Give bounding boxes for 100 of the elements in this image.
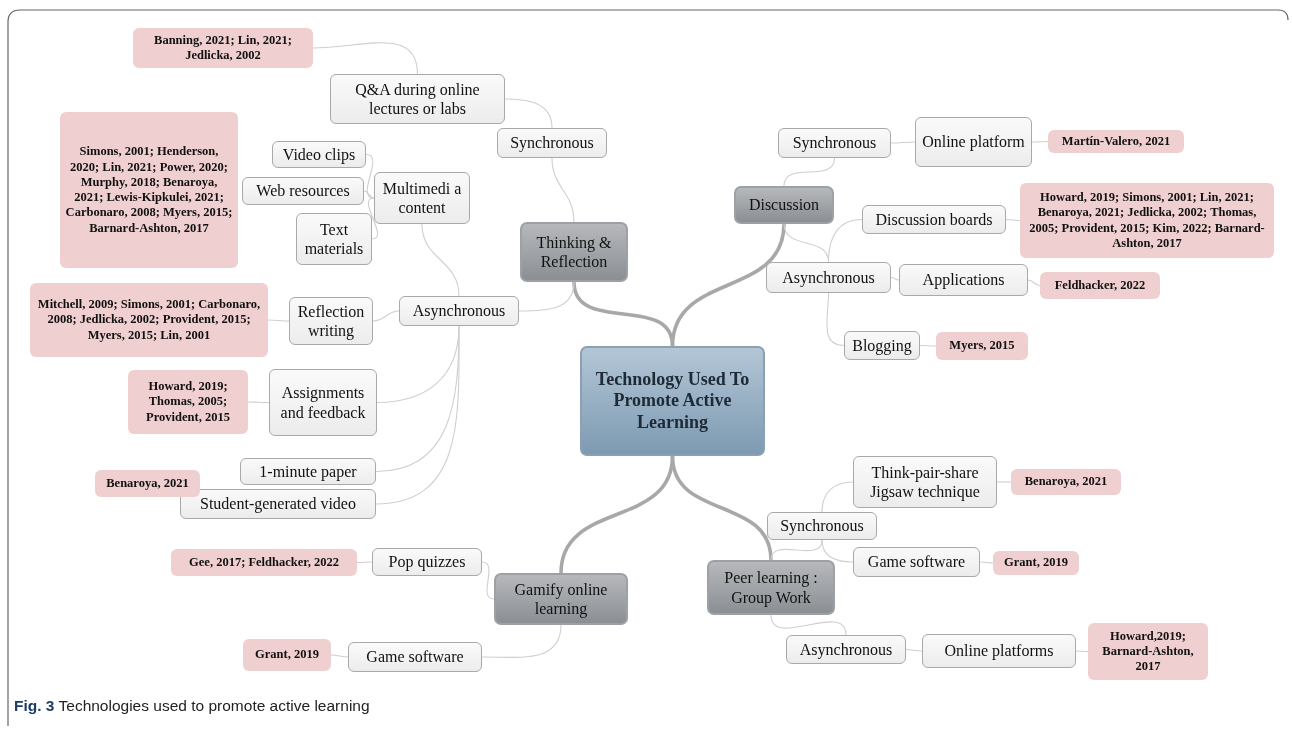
branch-box [494,573,628,625]
reference-box [133,28,313,68]
node-label: Blogging [852,335,912,356]
reference-box [1088,623,1208,680]
connector-line [890,141,916,144]
subtopic-box [372,548,482,576]
reference-box [243,639,331,671]
connector-line [312,42,419,75]
reference-box [1020,183,1274,258]
connector-line [890,276,900,281]
node-label: Benaroya, 2021 [106,475,189,492]
subtopic-box [766,262,891,293]
connector-line [267,319,290,322]
connector-line [375,325,460,505]
node-label: Text materials [303,219,365,259]
connector-line [247,401,270,404]
connector-line [481,624,562,658]
connector-line [979,561,994,564]
node-label: Game software [366,647,464,667]
connector-line [1031,140,1049,143]
node-label: Howard, 2019; Simons, 2001; Lin, 2021; Benaroya, 2021; Jedlicka, 2002; Thomas, 2005; Provident, 2015; Kim, 2022; Barnard-Ashton, 2017 [1028,190,1266,251]
node-label: Web resources [256,181,350,201]
subtopic-box [767,512,877,540]
node-label: Benaroya, 2021 [1024,474,1108,490]
branch-box [520,222,628,282]
connector-line [421,223,460,297]
subtopic-box [296,213,372,265]
node-label: Discussion [748,195,820,215]
reference-box [30,283,268,357]
connector-line [783,157,836,187]
node-label: Martín-Valero, 2021 [1061,133,1171,150]
connector-line [827,218,863,263]
node-label: Reflection writing [296,301,366,341]
node-label: Video clips [282,144,356,165]
reference-box [936,332,1028,360]
node-label: Simons, 2001; Henderson, 2020; Lin, 2021; Power, 2020; Murphy, 2018; Benaroya, 2021; Lewis-Kipkulei, 2021; Carbonaro, 2008; Myers, 2015; Barnard-Ashton, 2017 [65,144,233,236]
connector-line [481,561,495,600]
node-label: Mitchell, 2009; Simons, 2001; Carbonaro, 2008; Jedlicka, 2002; Provident, 2015; Myers, 2015; Lin, 2001 [36,297,262,343]
node-label: Grant, 2019 [255,647,319,663]
connector-line [365,153,375,199]
subtopic-box [374,172,470,224]
node-label: Howard, 2019; Thomas, 2005; Provident, 2015 [145,379,231,425]
subtopic-box [497,128,607,158]
connector-line [670,223,786,347]
subtopic-box [180,489,376,519]
node-label: Feldhacker, 2022 [1054,277,1146,294]
node-label: Grant, 2019 [1004,555,1068,571]
connector-line [905,648,923,652]
node-label: Game software [867,552,966,572]
connector-line [770,614,847,636]
subtopic-box [899,264,1028,296]
connector-line [770,539,823,561]
figure-caption: Fig. 3 Technologies used to promote active learning [14,697,370,715]
connector-line [1005,218,1021,222]
connector-line [372,310,400,322]
subtopic-box [269,369,377,436]
connector-line [551,157,575,223]
connector-line [330,654,349,658]
connector-line [367,197,379,240]
subtopic-box [272,141,366,168]
reference-box [171,549,357,576]
subtopic-box [289,297,373,345]
reference-box [1048,130,1184,153]
node-label: Asynchronous [782,267,875,288]
reference-box [60,112,238,268]
reference-box [993,551,1079,575]
node-label: Gee, 2017; Feldhacker, 2022 [189,554,339,571]
connector-line [670,455,773,561]
node-label: Student-generated video [200,494,356,514]
node-label: Thinking & Reflection [535,232,613,272]
node-label: Online platform [922,132,1025,152]
subtopic-box [348,642,482,672]
reference-box [128,370,248,434]
branch-box [734,186,834,224]
node-label: Think-pair-share Jigsaw technique [869,462,981,502]
node-label: Gamify online learning [513,579,609,619]
connector-line [363,190,375,199]
node-label: Technology Used To Promote Active Learning [594,368,751,434]
node-label: Asynchronous [412,301,506,321]
node-label: Asynchronous [799,639,893,660]
connector-line [504,98,553,129]
connector-line [821,481,854,513]
node-label: Synchronous [792,133,877,153]
node-label: Howard,2019; Barnard-Ashton, 2017 [1101,628,1195,675]
connector-line [356,561,373,564]
connector-line [518,281,575,312]
subtopic-box [853,547,980,577]
subtopic-box [778,128,891,158]
node-label: Discussion boards [875,209,993,230]
node-label: Multimedi a content [381,178,463,218]
node-label: Synchronous [780,516,864,536]
connector-line [1027,279,1041,287]
reference-box [1040,272,1160,299]
subtopic-box [330,74,505,124]
node-label: Assignments and feedback [279,383,367,422]
node-label: Pop quizzes [388,552,466,572]
subtopic-box [240,458,376,485]
reference-box [95,470,200,497]
connector-line [1075,650,1089,653]
branch-box [707,560,835,615]
